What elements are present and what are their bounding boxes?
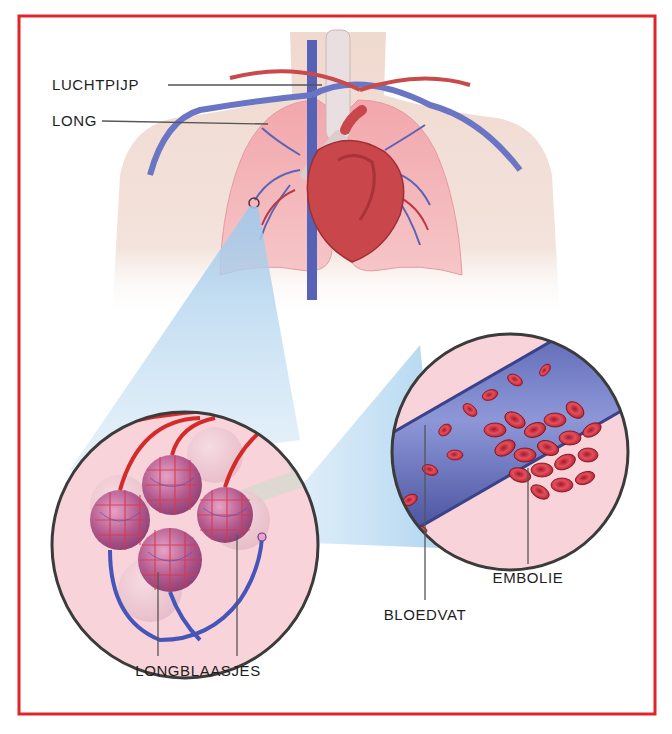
part-label: EMBOLIE: [493, 569, 564, 587]
leader-lines: [102, 85, 528, 656]
torso: [112, 30, 560, 320]
part-label: BLOEDVAT: [384, 606, 467, 624]
frame: [19, 16, 655, 714]
alveoli-inset: [52, 408, 330, 678]
part-label: LONG: [52, 112, 97, 130]
part-label: LONGBLAASJES: [135, 662, 261, 680]
embolism-inset: [380, 290, 640, 570]
part-label: LUCHTPIJP: [52, 76, 139, 94]
